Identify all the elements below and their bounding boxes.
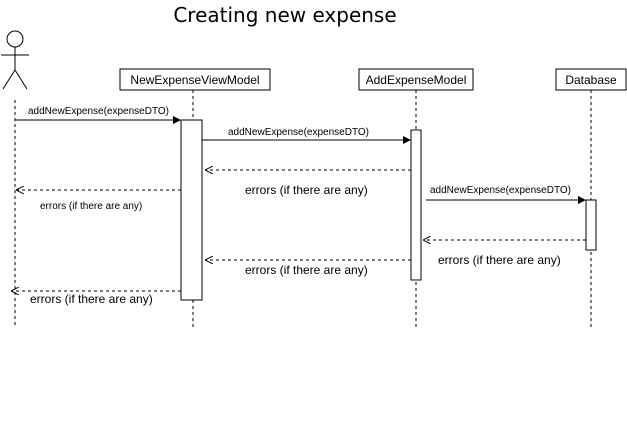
message-label-return-4: errors (if there are any)	[245, 263, 368, 277]
message-label-return-1: errors (if there are any)	[245, 183, 368, 197]
participant-label-database: Database	[565, 73, 617, 87]
actor-icon	[1, 30, 29, 90]
activation-add-model	[410, 129, 422, 281]
participant-box-view-model	[119, 68, 271, 91]
participant-label-add-model: AddExpenseModel	[366, 73, 467, 87]
activation-view-model	[180, 119, 203, 301]
message-label-call-2: addNewExpense(expenseDTO)	[228, 127, 369, 138]
message-label-call-1: addNewExpense(expenseDTO)	[28, 106, 169, 117]
activation-database	[585, 199, 597, 251]
diagram-title: Creating new expense	[173, 3, 396, 27]
message-label-return-3: errors (if there are any)	[438, 253, 561, 267]
message-label-return-5: errors (if there are any)	[30, 292, 153, 306]
message-label-return-2: errors (if there are any)	[40, 201, 142, 212]
message-label-call-3: addNewExpense(expenseDTO)	[430, 185, 571, 196]
participant-label-view-model: NewExpenseViewModel	[130, 73, 259, 87]
